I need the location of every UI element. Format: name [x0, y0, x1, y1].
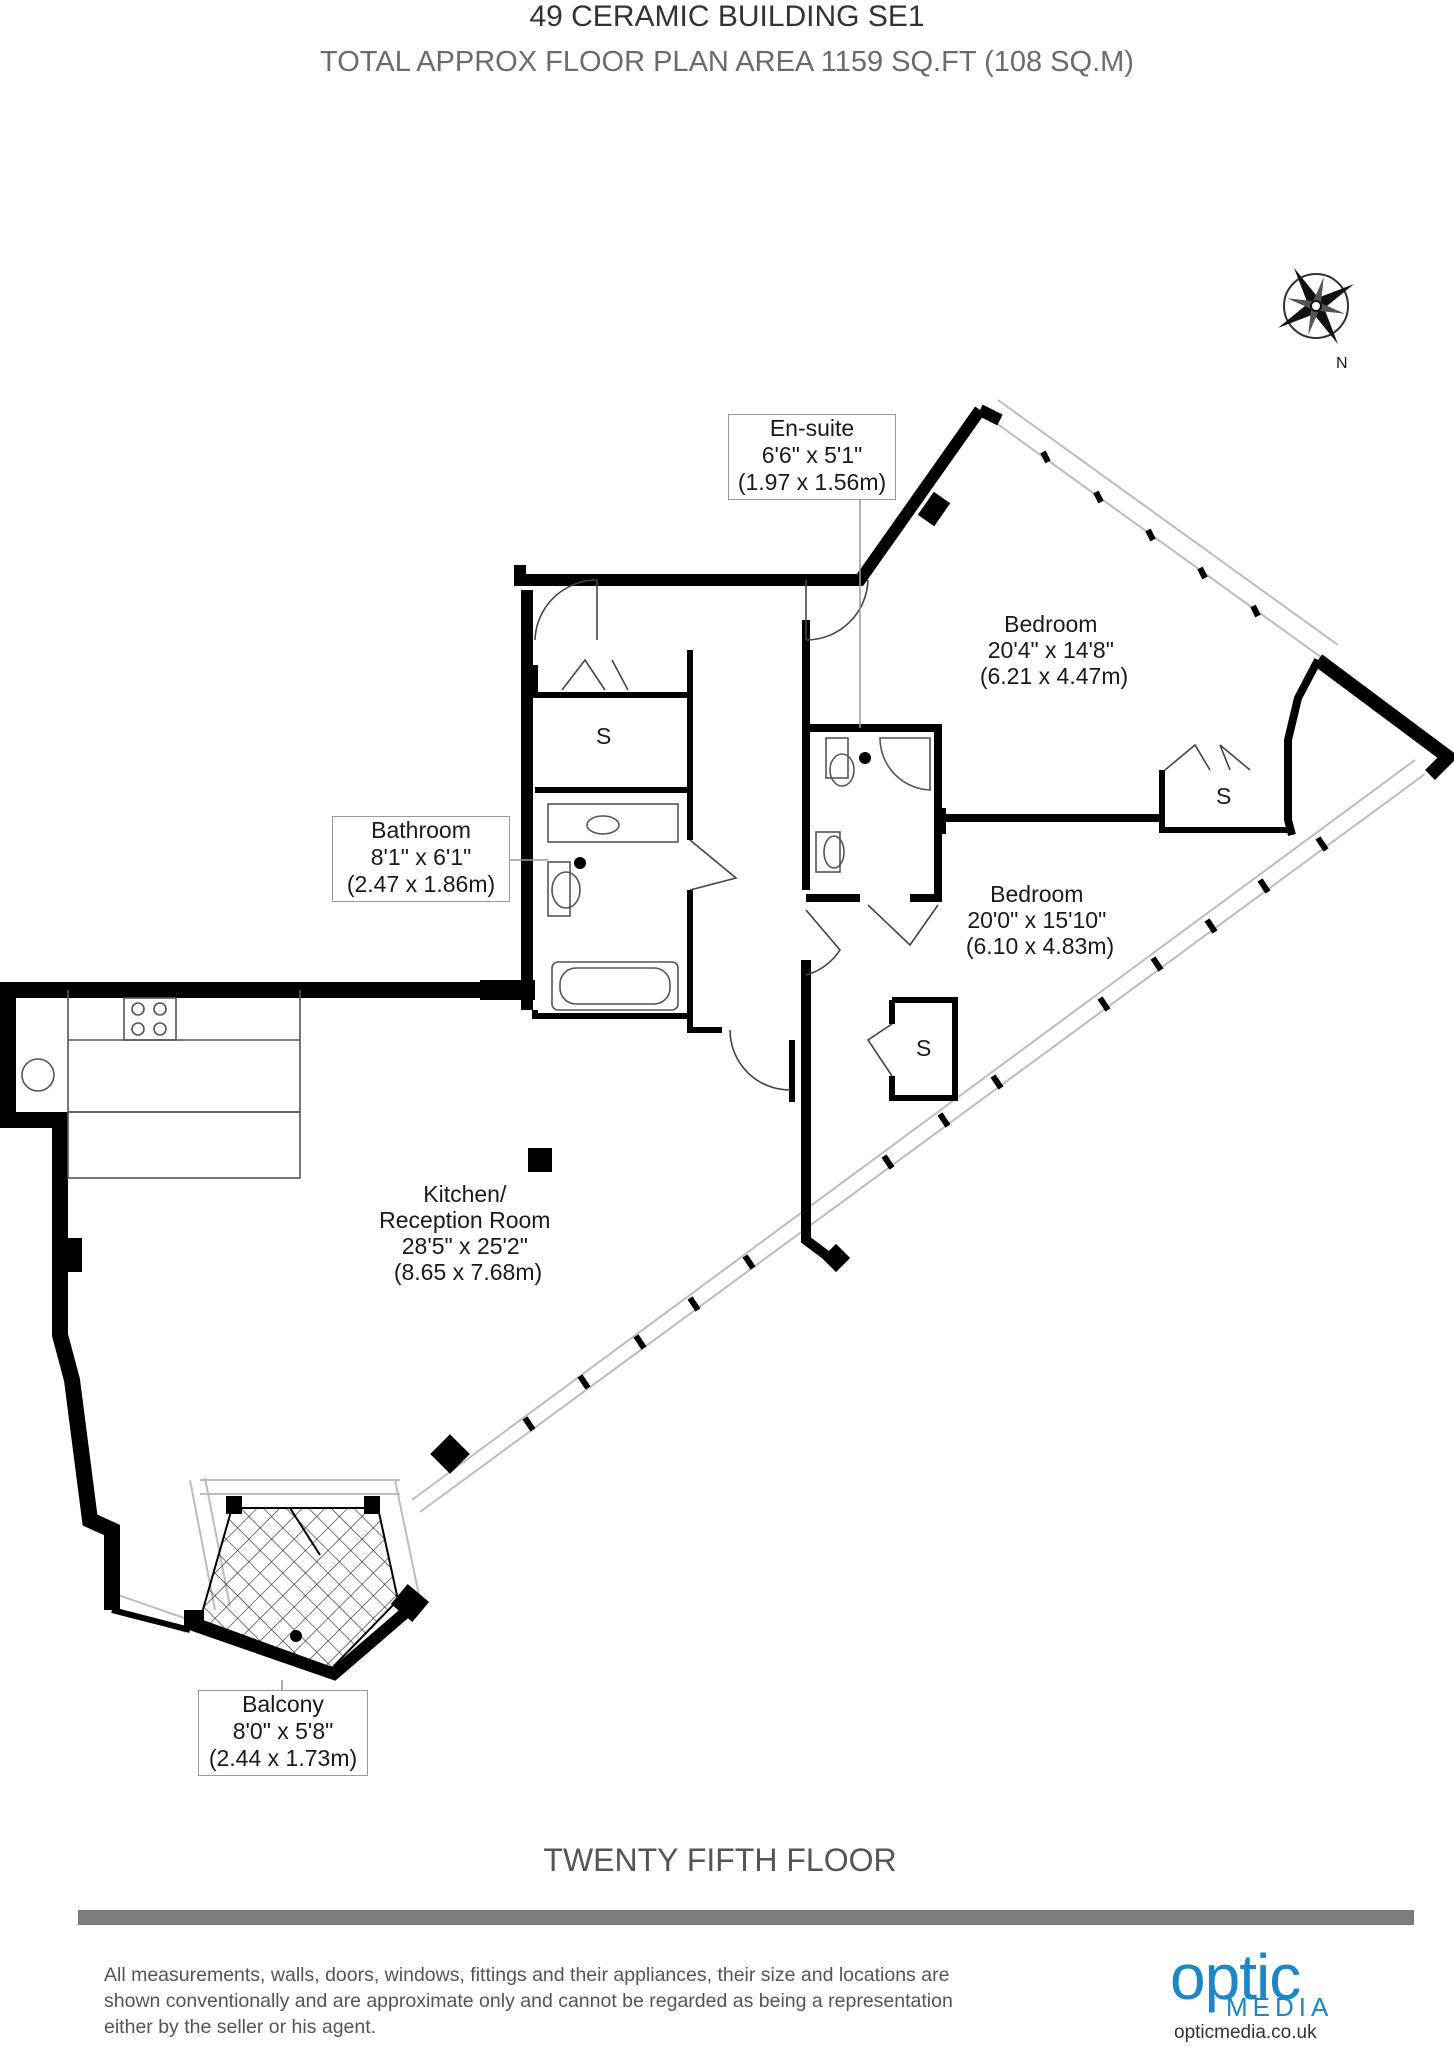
balcony-floor	[198, 1507, 400, 1670]
storage-label-1: S	[596, 723, 611, 749]
room-label-ensuite: En-suite 6'6" x 5'1" (1.97 x 1.56m)	[728, 414, 896, 500]
plan-title: 49 CERAMIC BUILDING SE1	[529, 0, 925, 33]
optic-media-logo: optic MEDIA opticmedia.co.uk	[1160, 1940, 1360, 2043]
room-label-bedroom-1: Bedroom 20'4" x 14'8" (6.21 x 4.47m)	[980, 611, 1128, 689]
room-label-balcony: Balcony 8'0" x 5'8" (2.44 x 1.73m)	[198, 1690, 368, 1776]
window-mullions	[522, 450, 1329, 1432]
label-leaders	[281, 498, 861, 1690]
logo-wordmark: optic	[1170, 1941, 1301, 2013]
compass-icon	[1277, 267, 1355, 345]
room-label-bedroom-2: Bedroom 20'0" x 15'10" (6.10 x 4.83m)	[966, 881, 1114, 959]
walls	[0, 404, 1454, 1681]
compass-north-label: N	[1336, 355, 1348, 372]
storage-label-3: S	[916, 1035, 931, 1061]
floor-plan: N	[0, 267, 1454, 1690]
bathroom-fixtures	[21, 737, 931, 1179]
logo-subtitle: MEDIA	[1226, 1992, 1334, 2022]
room-label-bathroom: Bathroom 8'1" x 6'1" (2.47 x 1.86m)	[332, 816, 510, 902]
plan-area-subtitle: TOTAL APPROX FLOOR PLAN AREA 1159 SQ.FT …	[320, 46, 1134, 78]
storage-label-2: S	[1216, 783, 1231, 809]
floor-name: TWENTY FIFTH FLOOR	[543, 1842, 897, 1878]
room-label-kitchen-reception: Kitchen/ Reception Room 28'5" x 25'2" (8…	[379, 1181, 557, 1285]
disclaimer: All measurements, walls, doors, windows,…	[104, 1964, 953, 2038]
logo-url: opticmedia.co.uk	[1174, 2022, 1317, 2043]
footer-divider	[78, 1910, 1414, 1925]
door-swings	[534, 579, 1251, 1091]
